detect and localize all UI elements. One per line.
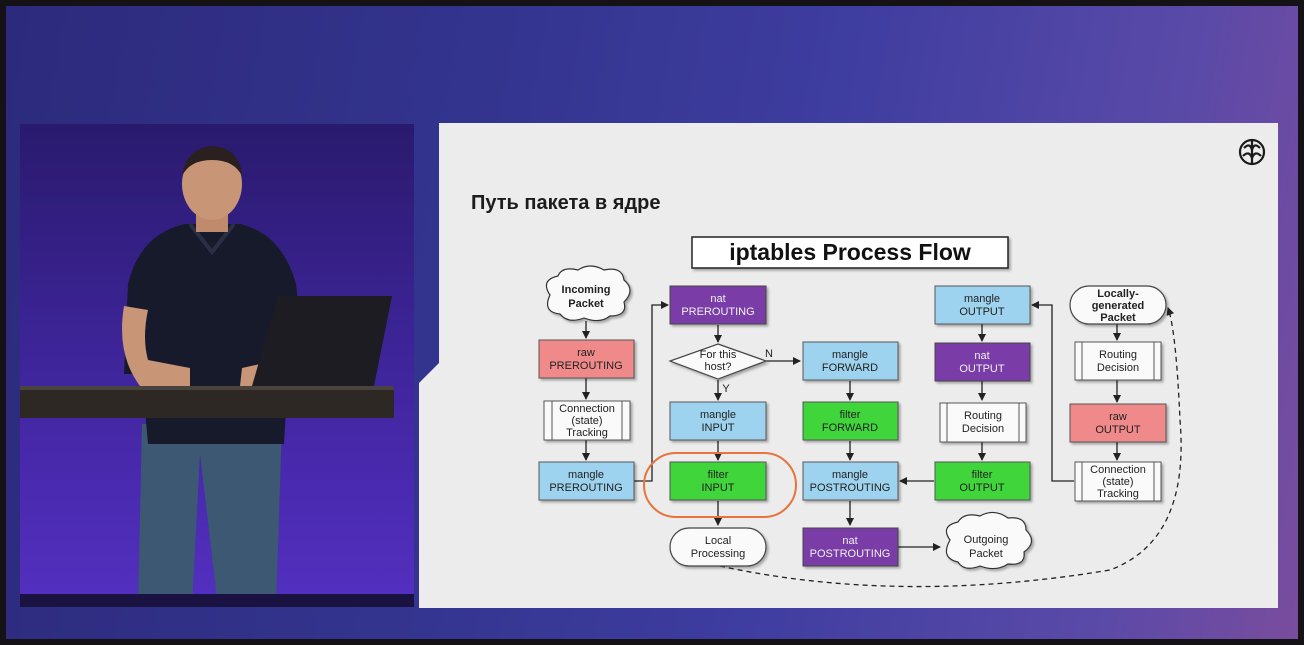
node-filter-output: filter OUTPUT (934, 461, 1031, 501)
diagram-title-box: iptables Process Flow (691, 236, 1009, 269)
conntrack-in-line3: Tracking (566, 427, 608, 439)
outgoing-line1: Outgoing (964, 534, 1009, 546)
mangle-input-line2: INPUT (702, 422, 735, 434)
node-filter-forward: filter FORWARD (802, 401, 899, 441)
brain-logo-icon (1238, 138, 1266, 166)
locally-generated-line3: Packet (1100, 312, 1136, 324)
node-mangle-input: mangle INPUT (669, 401, 767, 441)
filter-output-line2: OUTPUT (959, 482, 1005, 494)
routing-right-line1: Routing (1099, 349, 1137, 361)
nat-postrouting-line1: nat (842, 535, 857, 547)
filter-forward-line2: FORWARD (822, 422, 878, 434)
node-outgoing-packet: Outgoing Packet (945, 511, 1033, 570)
node-conntrack-output: Connection (state) Tracking (1074, 461, 1162, 502)
flow-edges (582, 301, 1182, 588)
conntrack-in-line1: Connection (559, 403, 615, 415)
routing-right-line2: Decision (1097, 362, 1139, 374)
conntrack-out-line2: (state) (1102, 476, 1133, 488)
node-raw-output: raw OUTPUT (1069, 403, 1167, 443)
nat-prerouting-line1: nat (710, 293, 725, 305)
filter-input-highlight (643, 452, 797, 518)
node-locally-generated-packet: Locally- generated Packet (1069, 285, 1167, 325)
node-mangle-forward: mangle FORWARD (802, 341, 899, 381)
node-mangle-output: mangle OUTPUT (934, 285, 1031, 325)
mangle-prerouting-line1: mangle (568, 469, 604, 481)
node-nat-prerouting: nat PREROUTING (669, 285, 767, 325)
mangle-output-line2: OUTPUT (959, 306, 1005, 318)
speaker-illustration (20, 146, 414, 607)
left-arm (122, 306, 190, 386)
routing-mid-line1: Routing (964, 410, 1002, 422)
incoming-line1: Incoming (562, 284, 611, 296)
conntrack-out-line3: Tracking (1097, 488, 1139, 500)
node-nat-output: nat OUTPUT (934, 342, 1031, 382)
node-incoming-packet: Incoming Packet (545, 265, 631, 322)
outgoing-line2: Packet (969, 548, 1003, 560)
local-processing-line2: Processing (691, 548, 745, 560)
nat-output-line1: nat (974, 350, 989, 362)
nat-prerouting-line2: PREROUTING (681, 306, 754, 318)
jeans (138, 424, 282, 607)
mangle-input-line1: mangle (700, 409, 736, 421)
filter-input-line2: INPUT (702, 482, 735, 494)
locally-generated-line1: Locally- (1097, 288, 1139, 300)
speaker-head (182, 148, 242, 220)
node-local-processing: Local Processing (669, 527, 767, 567)
node-mangle-postrouting: mangle POSTROUTING (802, 461, 899, 501)
decision-line1: For this (700, 349, 737, 361)
nat-output-line2: OUTPUT (959, 363, 1005, 375)
conntrack-out-line1: Connection (1090, 464, 1146, 476)
node-mangle-prerouting: mangle PREROUTING (538, 461, 635, 501)
raw-prerouting-line1: raw (577, 347, 595, 359)
decision-yes-label: Y (722, 383, 730, 395)
node-conntrack-prerouting: Connection (state) Tracking (543, 400, 631, 441)
node-routing-decision-output: Routing Decision (939, 402, 1027, 443)
slide-title: Путь пакета в ядре (471, 192, 661, 214)
routing-mid-line2: Decision (962, 423, 1004, 435)
raw-output-line1: raw (1109, 411, 1127, 423)
mangle-forward-line2: FORWARD (822, 362, 878, 374)
raw-output-line2: OUTPUT (1095, 424, 1141, 436)
lectern-table (20, 386, 394, 418)
decision-line2: host? (705, 361, 732, 373)
filter-input-line1: filter (708, 469, 729, 481)
node-routing-decision-local: Routing Decision (1074, 341, 1162, 381)
speaker-video (20, 124, 414, 607)
locally-generated-line2: generated (1092, 300, 1145, 312)
laptop (252, 296, 392, 386)
raw-prerouting-line2: PREROUTING (549, 360, 622, 372)
decision-no-label: N (765, 348, 773, 360)
conntrack-in-line2: (state) (571, 415, 602, 427)
node-filter-input: filter INPUT (669, 461, 767, 501)
node-nat-postrouting: nat POSTROUTING (802, 527, 899, 567)
local-processing-line1: Local (705, 535, 731, 547)
filter-forward-line1: filter (840, 409, 861, 421)
mangle-forward-line1: mangle (832, 349, 868, 361)
node-raw-prerouting: raw PREROUTING (538, 339, 635, 379)
mangle-prerouting-line2: PREROUTING (549, 482, 622, 494)
node-for-this-host-decision: For this host? N Y (668, 343, 773, 395)
diagram-title: iptables Process Flow (729, 239, 971, 265)
mangle-postrouting-line2: POSTROUTING (810, 482, 891, 494)
mangle-output-line1: mangle (964, 293, 1000, 305)
filter-output-line1: filter (972, 469, 993, 481)
nat-postrouting-line2: POSTROUTING (810, 548, 891, 560)
mangle-postrouting-line1: mangle (832, 469, 868, 481)
incoming-line2: Packet (568, 298, 604, 310)
